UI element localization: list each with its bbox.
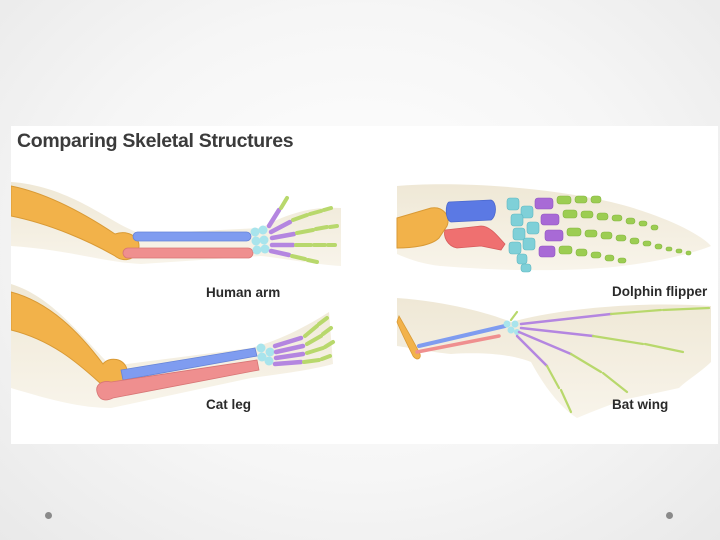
skeletal-comparison-figure: Comparing Skeletal Structures	[11, 126, 718, 444]
dolphin-flipper-illustration	[397, 184, 711, 272]
bat-wing-label: Bat wing	[612, 397, 668, 412]
dolphin-radius	[446, 200, 495, 222]
dolphin-flipper-label: Dolphin flipper	[612, 284, 707, 299]
cat-leg-label: Cat leg	[206, 397, 251, 412]
human-arm-label: Human arm	[206, 285, 280, 300]
slide-bullet-left	[45, 512, 52, 519]
slide-bullet-right	[666, 512, 673, 519]
human-arm-illustration	[11, 182, 341, 266]
human-carpals	[251, 226, 270, 255]
human-ulna	[123, 248, 253, 258]
human-radius	[133, 232, 251, 241]
cat-leg-illustration	[11, 284, 333, 408]
